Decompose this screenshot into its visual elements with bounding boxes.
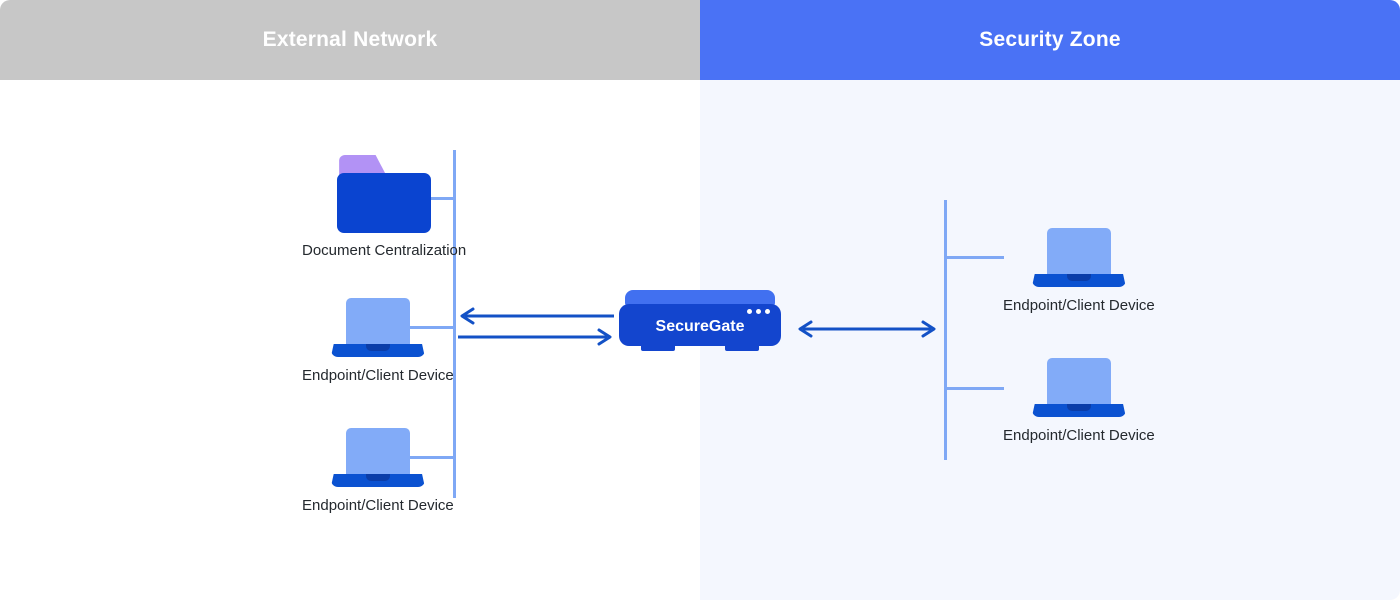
led-indicator-icon bbox=[765, 309, 770, 314]
node-label-security-endpoint-1: Endpoint/Client Device bbox=[1003, 297, 1155, 314]
laptop-notch-shape bbox=[1066, 274, 1091, 281]
zone-security-zone-body bbox=[700, 0, 1400, 600]
branch-line-external-endpoint-2 bbox=[396, 456, 454, 459]
node-label-security-endpoint-2: Endpoint/Client Device bbox=[1003, 427, 1155, 444]
arrow-inbound-to-external bbox=[458, 307, 614, 329]
arrow-gateway-to-security-zone bbox=[797, 320, 937, 342]
appliance-foot-right bbox=[725, 345, 759, 351]
appliance-body: SecureGate bbox=[619, 304, 781, 346]
gateway-label: SecureGate bbox=[655, 317, 745, 335]
laptop-icon bbox=[330, 298, 425, 358]
folder-icon bbox=[337, 155, 432, 233]
zone-title-security-zone: Security Zone bbox=[979, 28, 1121, 51]
appliance-foot-left bbox=[641, 345, 675, 351]
node-security-endpoint-1[interactable]: Endpoint/Client Device bbox=[1003, 228, 1155, 314]
led-indicator-icon bbox=[756, 309, 761, 314]
branch-line-security-endpoint-1 bbox=[944, 256, 1004, 259]
laptop-icon bbox=[1031, 228, 1126, 288]
laptop-icon bbox=[1031, 358, 1126, 418]
node-external-endpoint-2[interactable]: Endpoint/Client Device bbox=[302, 428, 454, 514]
node-security-endpoint-2[interactable]: Endpoint/Client Device bbox=[1003, 358, 1155, 444]
zone-header-security-zone: Security Zone bbox=[700, 0, 1400, 80]
branch-line-external-endpoint-1 bbox=[396, 326, 454, 329]
laptop-screen-shape bbox=[345, 298, 410, 346]
appliance-top-plate bbox=[625, 290, 775, 306]
laptop-screen-shape bbox=[1046, 358, 1111, 406]
zone-title-external-network: External Network bbox=[262, 28, 438, 51]
folder-body-shape bbox=[337, 173, 432, 233]
node-document-centralization[interactable]: Document Centralization bbox=[302, 155, 466, 259]
arrow-outbound-to-gateway bbox=[458, 328, 614, 350]
node-label-external-endpoint-1: Endpoint/Client Device bbox=[302, 367, 454, 384]
laptop-screen-shape bbox=[345, 428, 410, 476]
external-bus-line bbox=[453, 150, 456, 498]
appliance-status-leds bbox=[747, 309, 770, 314]
laptop-screen-shape bbox=[1046, 228, 1111, 276]
node-label-external-endpoint-2: Endpoint/Client Device bbox=[302, 497, 454, 514]
laptop-icon bbox=[330, 428, 425, 488]
security-zone-bus-line bbox=[944, 200, 947, 460]
gateway-securegate[interactable]: SecureGate bbox=[619, 290, 781, 356]
node-label-document-centralization: Document Centralization bbox=[302, 242, 467, 259]
laptop-notch-shape bbox=[365, 344, 390, 351]
folder-tab-shape bbox=[339, 155, 388, 177]
laptop-notch-shape bbox=[1066, 404, 1091, 411]
laptop-notch-shape bbox=[365, 474, 390, 481]
branch-line-security-endpoint-2 bbox=[944, 387, 1004, 390]
led-indicator-icon bbox=[747, 309, 752, 314]
zone-header-external-network: External Network bbox=[0, 0, 700, 80]
node-external-endpoint-1[interactable]: Endpoint/Client Device bbox=[302, 298, 454, 384]
